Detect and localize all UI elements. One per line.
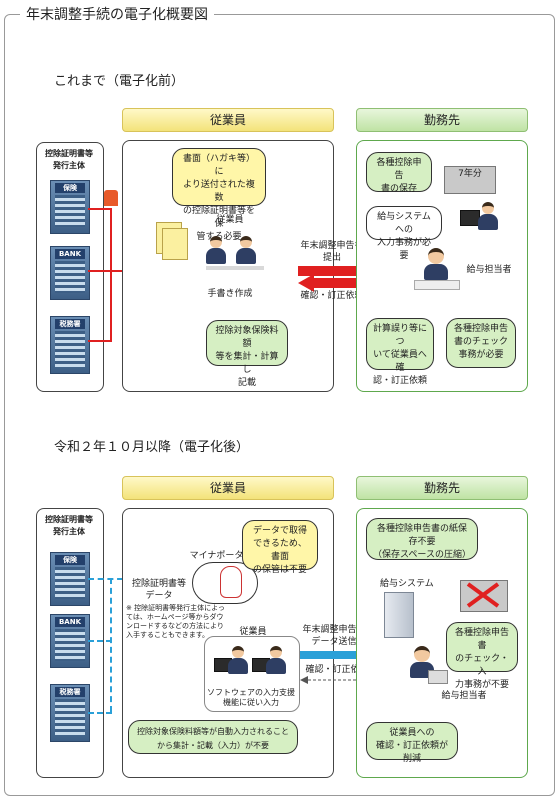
red-line-tax (88, 340, 112, 342)
worker-computer-icon (460, 200, 500, 240)
employees-computer-icon (214, 644, 290, 684)
employee-software-panel (204, 636, 300, 712)
bank-sign: BANK (55, 249, 85, 259)
server-icon (384, 592, 414, 638)
before-issuers-label: 控除証明書等 発行主体 (45, 149, 93, 170)
cyan-line-bank (88, 640, 112, 642)
bubble-calc-text: 控除対象保険料額 等を集計・計算し 記載 (215, 326, 279, 388)
after-tax-office-building-icon: 税務署 (50, 684, 90, 742)
red-line-vertical (110, 208, 112, 342)
bubble-reduced: 従業員への 確認・訂正依頼が削減 (366, 722, 458, 764)
bubble-auto-input: 控除対象保険料額等が自動入力されること から集計・記載（入力）が不要 (128, 720, 298, 754)
arrow-confirm-label: 確認・訂正依頼 (300, 291, 364, 301)
bubble-reduced-text: 従業員への 確認・訂正依頼が削減 (375, 728, 448, 764)
after-heading: 令和２年１０月以降（電子化後） (54, 440, 250, 455)
bubble-store-text: 各種控除申告 書の保存 (376, 158, 422, 194)
paper-stack-icon-2 (162, 228, 188, 260)
bubble-data-text: データで取得 できるため、書面 の保管は不要 (252, 526, 307, 575)
x-mark-icon (466, 582, 500, 608)
before-employee-header: 従業員 (122, 108, 334, 132)
bubble-store: 各種控除申告 書の保存 (366, 152, 432, 194)
mailbox-icon (104, 190, 118, 206)
mascot-icon (220, 566, 242, 598)
bubble-input: 給与システムへの 入力事務が必要 (366, 206, 442, 261)
cert-data-label: 控除証明書等 データ (131, 579, 186, 601)
after-tax-office-sign: 税務署 (55, 687, 85, 697)
after-issuers-label: 控除証明書等 発行主体 (45, 515, 93, 536)
arrow-submit-label: 年末調整申告書 提出 (300, 241, 364, 263)
bubble-calc: 控除対象保険料額 等を集計・計算し 記載 (206, 320, 288, 388)
bubble-input-text: 給与システムへの 入力事務が必要 (376, 212, 431, 261)
red-line-bank (88, 270, 112, 272)
after-insurance-building-icon: 保険 (50, 552, 90, 606)
before-employer-header: 勤務先 (356, 108, 528, 132)
seven-years-label: 7年分 (458, 169, 482, 179)
payroll-system-label: 給与システム (380, 579, 434, 589)
cyan-line-vertical (110, 578, 112, 712)
binder-stack-icon: 7年分 (444, 166, 496, 194)
bubble-data: データで取得 できるため、書面 の保管は不要 (242, 520, 318, 575)
bubble-no-check-text: 各種控除申告書 のチェック・入 力事務が不要 (454, 628, 509, 690)
download-note: ※ 控除証明書等発行主体によっては、ホームページ等からダウンロードするなどの方法… (126, 604, 225, 639)
tax-office-building-icon: 税務署 (50, 316, 90, 374)
insurance-building-icon: 保険 (50, 180, 90, 234)
bubble-no-check: 各種控除申告書 のチェック・入 力事務が不要 (446, 622, 518, 690)
before-heading: これまで（電子化前） (54, 74, 185, 89)
after-employer-header: 勤務先 (356, 476, 528, 500)
bubble-paper-storage: 書面（ハガキ等）に より送付された複数 の控除証明書等を保 管する必要 (172, 148, 266, 242)
payroll-staff-laptop-icon (404, 644, 448, 688)
before-payroll-staff-label: 給与担当者 (466, 265, 512, 275)
bubble-auto-text: 控除対象保険料額等が自動入力されること から集計・記載（入力）が不要 (137, 727, 289, 750)
employees-writing-icon (206, 232, 266, 282)
outer-frame (4, 14, 555, 796)
software-label: ソフトウェアの入力支援 機能に従い入力 (207, 688, 295, 707)
cyan-line-tax (88, 712, 112, 714)
after-employee-header: 従業員 (122, 476, 334, 500)
insurance-sign: 保険 (55, 183, 85, 193)
red-double-arrow-icon (298, 262, 374, 292)
after-arrow-submit-label: 年末調整申告書 データ送信 (302, 625, 366, 647)
bubble-mistake: 計算誤り等につ いて従業員へ確 認・訂正依頼 (366, 318, 434, 386)
bubble-check: 各種控除申告 書のチェック 事務が必要 (446, 318, 516, 368)
bubble-no-paper-storage: 各種控除申告書の紙保存不要 （保存スペースの圧縮） (366, 518, 478, 560)
bank-building-icon: BANK (50, 246, 90, 300)
before-employee-label: 従業員 (216, 215, 244, 225)
red-line-insurance (88, 208, 112, 210)
page-title: 年末調整手続の電子化概要図 (20, 4, 214, 24)
after-payroll-staff-label: 給与担当者 (441, 691, 487, 701)
payroll-staff-worried-icon (414, 246, 460, 290)
handwrite-label: 手書き作成 (207, 289, 253, 299)
mynaportal-label: マイナポータル (189, 551, 253, 561)
after-employee-label: 従業員 (239, 627, 267, 637)
bubble-mistake-text: 計算誤り等につ いて従業員へ確 認・訂正依頼 (373, 324, 428, 386)
after-bank-sign: BANK (55, 617, 85, 627)
bubble-check-text: 各種控除申告 書のチェック 事務が必要 (453, 324, 508, 360)
after-bank-building-icon: BANK (50, 614, 90, 668)
after-insurance-sign: 保険 (55, 555, 85, 565)
bubble-no-paper-text: 各種控除申告書の紙保存不要 （保存スペースの圧縮） (373, 524, 471, 560)
after-arrow-confirm-label: 確認・訂正依頼 (305, 665, 369, 675)
tax-office-sign: 税務署 (55, 319, 85, 329)
